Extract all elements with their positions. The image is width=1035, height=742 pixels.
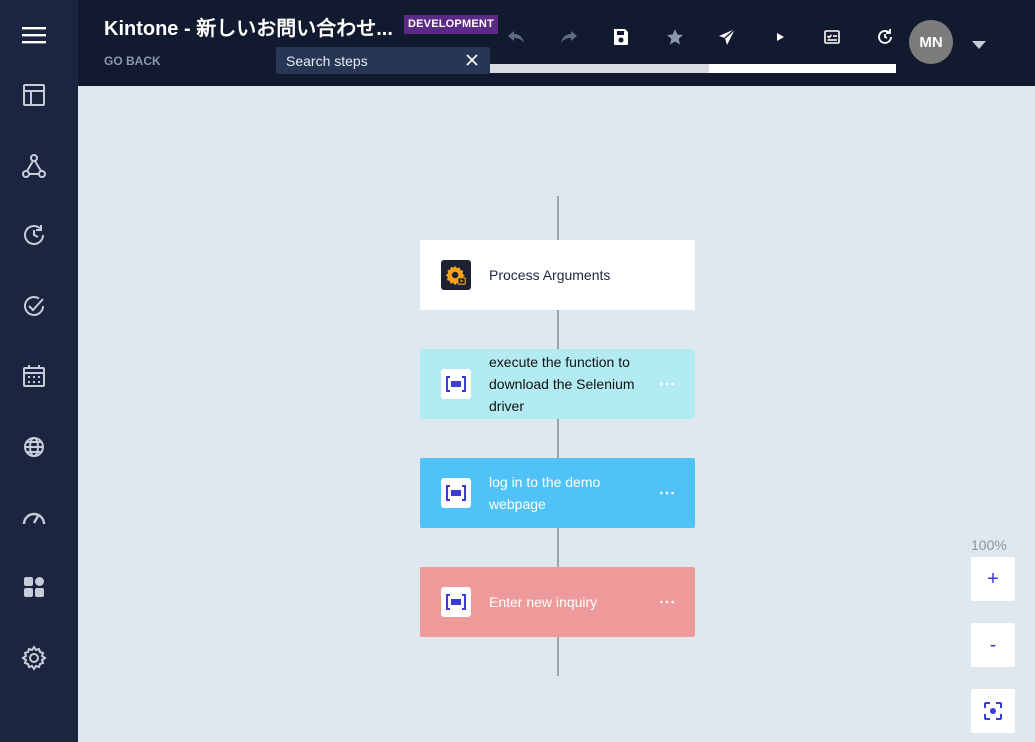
connector-line xyxy=(557,637,559,676)
step-label: log in to the demo webpage xyxy=(489,474,601,512)
zoom-level: 100% xyxy=(971,537,1007,553)
save-icon[interactable] xyxy=(608,24,634,50)
zoom-out-button[interactable]: - xyxy=(971,623,1015,667)
progress-bar-fill xyxy=(709,64,896,73)
check-circle-icon[interactable] xyxy=(19,291,49,321)
function-icon xyxy=(441,478,471,508)
more-options-icon[interactable] xyxy=(657,374,677,394)
step-card-log-in-demo-webpage[interactable]: log in to the demo webpage xyxy=(420,458,695,528)
undo-icon[interactable] xyxy=(503,24,529,50)
checklist-icon[interactable] xyxy=(819,24,845,50)
connector-line xyxy=(557,196,559,240)
search-steps-box xyxy=(276,47,490,74)
zoom-in-button[interactable]: + xyxy=(971,557,1015,601)
step-label: Process Arguments xyxy=(489,267,611,283)
fit-view-button[interactable] xyxy=(971,689,1015,733)
more-options-icon[interactable] xyxy=(657,483,677,503)
step-label: Enter new inquiry xyxy=(489,594,598,610)
focus-icon xyxy=(984,702,1002,720)
search-input[interactable] xyxy=(286,52,456,69)
more-options-icon[interactable] xyxy=(657,592,677,612)
globe-icon[interactable] xyxy=(19,432,49,462)
step-label: execute the function to download the Sel… xyxy=(489,354,635,414)
environment-badge: DEVELOPMENT xyxy=(404,15,498,34)
progress-bar xyxy=(490,64,896,73)
chevron-down-icon[interactable] xyxy=(971,37,987,49)
step-card-download-selenium-driver[interactable]: execute the function to download the Sel… xyxy=(420,349,695,419)
page-title: Kintone - 新しいお問い合わせ... xyxy=(104,18,393,40)
star-icon[interactable] xyxy=(662,24,688,50)
function-icon xyxy=(441,369,471,399)
calendar-icon[interactable] xyxy=(19,361,49,391)
refresh-icon[interactable] xyxy=(872,24,898,50)
gauge-icon[interactable] xyxy=(19,503,49,533)
connector-line xyxy=(557,419,559,458)
layout-icon[interactable] xyxy=(19,80,49,110)
process-gear-icon xyxy=(441,260,471,290)
close-icon[interactable] xyxy=(464,52,480,68)
sidebar xyxy=(0,0,78,742)
avatar[interactable]: MN xyxy=(909,20,953,64)
apps-icon[interactable] xyxy=(19,572,49,602)
function-icon xyxy=(441,587,471,617)
play-icon[interactable] xyxy=(767,24,793,50)
gear-icon[interactable] xyxy=(19,643,49,673)
step-card-process-arguments[interactable]: Process Arguments xyxy=(420,240,695,310)
connector-line xyxy=(557,528,559,567)
menu-icon[interactable] xyxy=(19,20,49,50)
redo-icon[interactable] xyxy=(556,24,582,50)
top-bar: Kintone - 新しいお問い合わせ... DEVELOPMENT GO BA… xyxy=(78,0,1035,86)
go-back-link[interactable]: GO BACK xyxy=(104,54,161,68)
send-icon[interactable] xyxy=(714,24,740,50)
history-icon[interactable] xyxy=(19,220,49,250)
network-icon[interactable] xyxy=(19,151,49,181)
connector-line xyxy=(557,310,559,349)
step-card-enter-new-inquiry[interactable]: Enter new inquiry xyxy=(420,567,695,637)
